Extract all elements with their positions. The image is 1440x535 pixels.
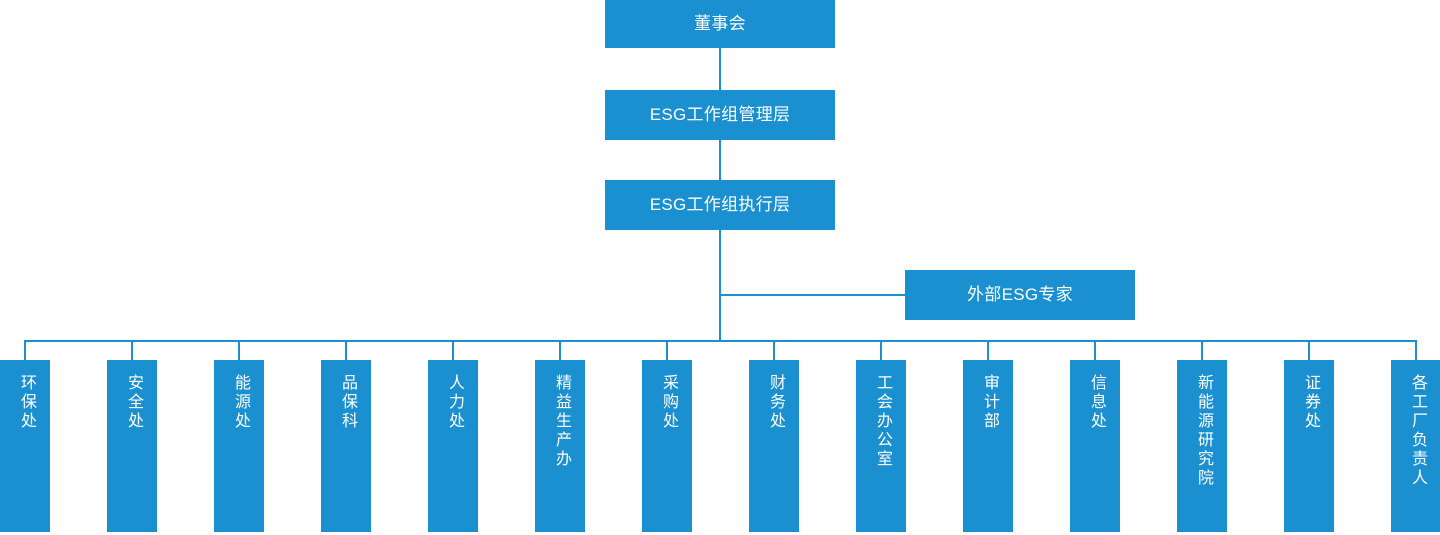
connector-board-to-management	[719, 48, 721, 90]
connector-bus-to-department	[880, 340, 882, 360]
connector-bus-to-department	[559, 340, 561, 360]
department-label: 工会办公室	[874, 374, 891, 469]
department-label: 财务处	[767, 374, 784, 431]
connector-bus-to-department	[238, 340, 240, 360]
node-board-of-directors[interactable]: 董事会	[605, 0, 835, 48]
connector-bus-to-department	[1201, 340, 1203, 360]
node-department[interactable]: 证券处	[1284, 360, 1334, 532]
connector-management-to-execution	[719, 140, 721, 180]
node-department[interactable]: 能源处	[214, 360, 264, 532]
connector-department-bus-bar	[25, 340, 1415, 342]
department-label: 新能源研究院	[1195, 374, 1212, 488]
connector-bus-to-department	[452, 340, 454, 360]
connector-bus-to-department	[1094, 340, 1096, 360]
node-department[interactable]: 新能源研究院	[1177, 360, 1227, 532]
node-department[interactable]: 人力处	[428, 360, 478, 532]
department-label: 能源处	[232, 374, 249, 431]
node-department[interactable]: 采购处	[642, 360, 692, 532]
connector-bus-to-department	[1308, 340, 1310, 360]
node-department[interactable]: 财务处	[749, 360, 799, 532]
department-label: 采购处	[660, 374, 677, 431]
department-label: 精益生产办	[553, 374, 570, 469]
connector-execution-trunk	[719, 230, 721, 342]
connector-bus-to-department	[666, 340, 668, 360]
connector-bus-to-department	[24, 340, 26, 360]
node-external-esg-expert[interactable]: 外部ESG专家	[905, 270, 1135, 320]
node-department[interactable]: 环保处	[0, 360, 50, 532]
department-label: 信息处	[1088, 374, 1105, 431]
connector-bus-to-department	[1415, 340, 1417, 360]
connector-bus-to-department	[773, 340, 775, 360]
department-label: 各工厂负责人	[1409, 374, 1426, 488]
department-label: 人力处	[446, 374, 463, 431]
node-department[interactable]: 各工厂负责人	[1391, 360, 1440, 532]
department-label: 证券处	[1302, 374, 1319, 431]
department-label: 品保科	[339, 374, 356, 431]
node-department[interactable]: 审计部	[963, 360, 1013, 532]
node-department[interactable]: 信息处	[1070, 360, 1120, 532]
node-esg-execution-layer[interactable]: ESG工作组执行层	[605, 180, 835, 230]
connector-bus-to-department	[131, 340, 133, 360]
department-label: 审计部	[981, 374, 998, 431]
node-department[interactable]: 工会办公室	[856, 360, 906, 532]
connector-trunk-to-external-expert	[719, 294, 905, 296]
node-department[interactable]: 精益生产办	[535, 360, 585, 532]
connector-bus-to-department	[987, 340, 989, 360]
department-label: 环保处	[18, 374, 35, 431]
connector-bus-to-department	[345, 340, 347, 360]
node-esg-management-layer[interactable]: ESG工作组管理层	[605, 90, 835, 140]
department-label: 安全处	[125, 374, 142, 431]
node-department[interactable]: 品保科	[321, 360, 371, 532]
node-department[interactable]: 安全处	[107, 360, 157, 532]
